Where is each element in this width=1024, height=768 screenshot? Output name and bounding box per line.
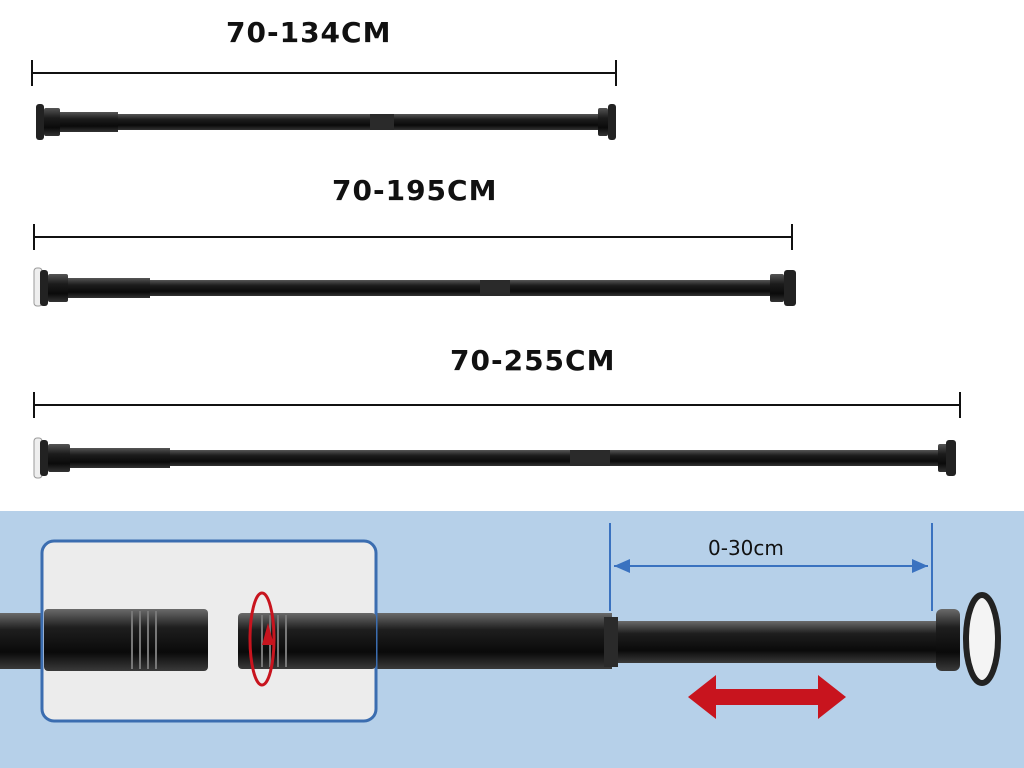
rod-length-label: 70-195CM — [332, 174, 498, 207]
adjust-range-label: 0-30cm — [708, 536, 784, 560]
measure-line — [31, 72, 617, 74]
measure-tick-right — [615, 60, 617, 86]
measure-line — [33, 236, 793, 238]
rod-length-label: 70-255CM — [450, 344, 616, 377]
tension-rod-image — [33, 437, 956, 479]
measure-tick-right — [791, 224, 793, 250]
measure-line — [33, 404, 961, 406]
tension-rod-image — [33, 267, 796, 307]
measure-tick-right — [959, 392, 961, 418]
detail-illustration — [0, 523, 1001, 723]
rod-length-label: 70-134CM — [226, 16, 392, 49]
detail-panel — [0, 511, 1024, 768]
tension-rod-image — [36, 104, 616, 140]
